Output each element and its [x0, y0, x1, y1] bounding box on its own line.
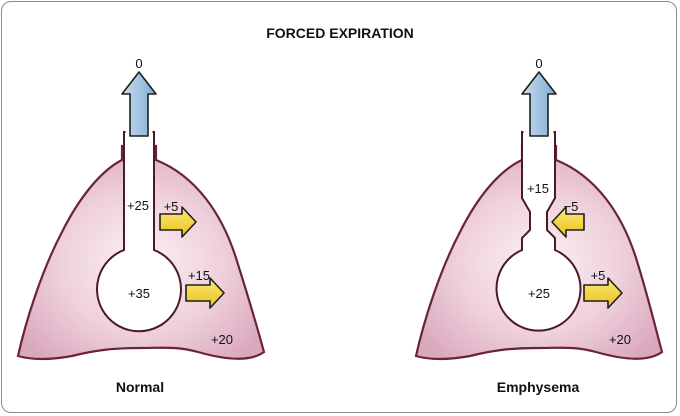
upper-airway-pressure-normal: +25 [127, 198, 149, 213]
panel-normal: 0 +25 +5 +35 +15 +20 Normal [16, 56, 266, 395]
upper-arrow-label-emphysema: −5 [564, 199, 579, 214]
alveolus-pressure-normal: +35 [128, 286, 150, 301]
alveolus-pressure-emphysema: +25 [528, 286, 550, 301]
lower-arrow-label-normal: +15 [188, 268, 210, 283]
pressure-arrow-upper-emphysema [551, 206, 585, 238]
pressure-arrow-upper-normal [159, 206, 197, 238]
panel-emphysema: 0 +15 −5 +25 +5 +20 Emphysema [414, 56, 664, 395]
exhale-arrow-emphysema [521, 71, 557, 137]
lower-arrow-label-emphysema: +5 [591, 268, 606, 283]
pressure-arrow-lower-emphysema [583, 277, 623, 309]
airway-opening-pressure-normal: 0 [135, 56, 142, 71]
airway-opening-pressure-emphysema: 0 [535, 56, 542, 71]
upper-airway-pressure-emphysema: +15 [527, 181, 549, 196]
exhale-arrow-normal [121, 71, 157, 137]
airway-emphysema [495, 131, 582, 332]
caption-normal: Normal [116, 379, 164, 395]
caption-emphysema: Emphysema [497, 379, 580, 395]
diagram-title: FORCED EXPIRATION [266, 25, 414, 41]
upper-arrow-label-normal: +5 [164, 199, 179, 214]
airway-normal [96, 131, 182, 333]
pleural-pressure-normal: +20 [211, 332, 233, 347]
pressure-arrow-lower-normal [185, 277, 225, 309]
pleural-pressure-emphysema: +20 [609, 332, 631, 347]
